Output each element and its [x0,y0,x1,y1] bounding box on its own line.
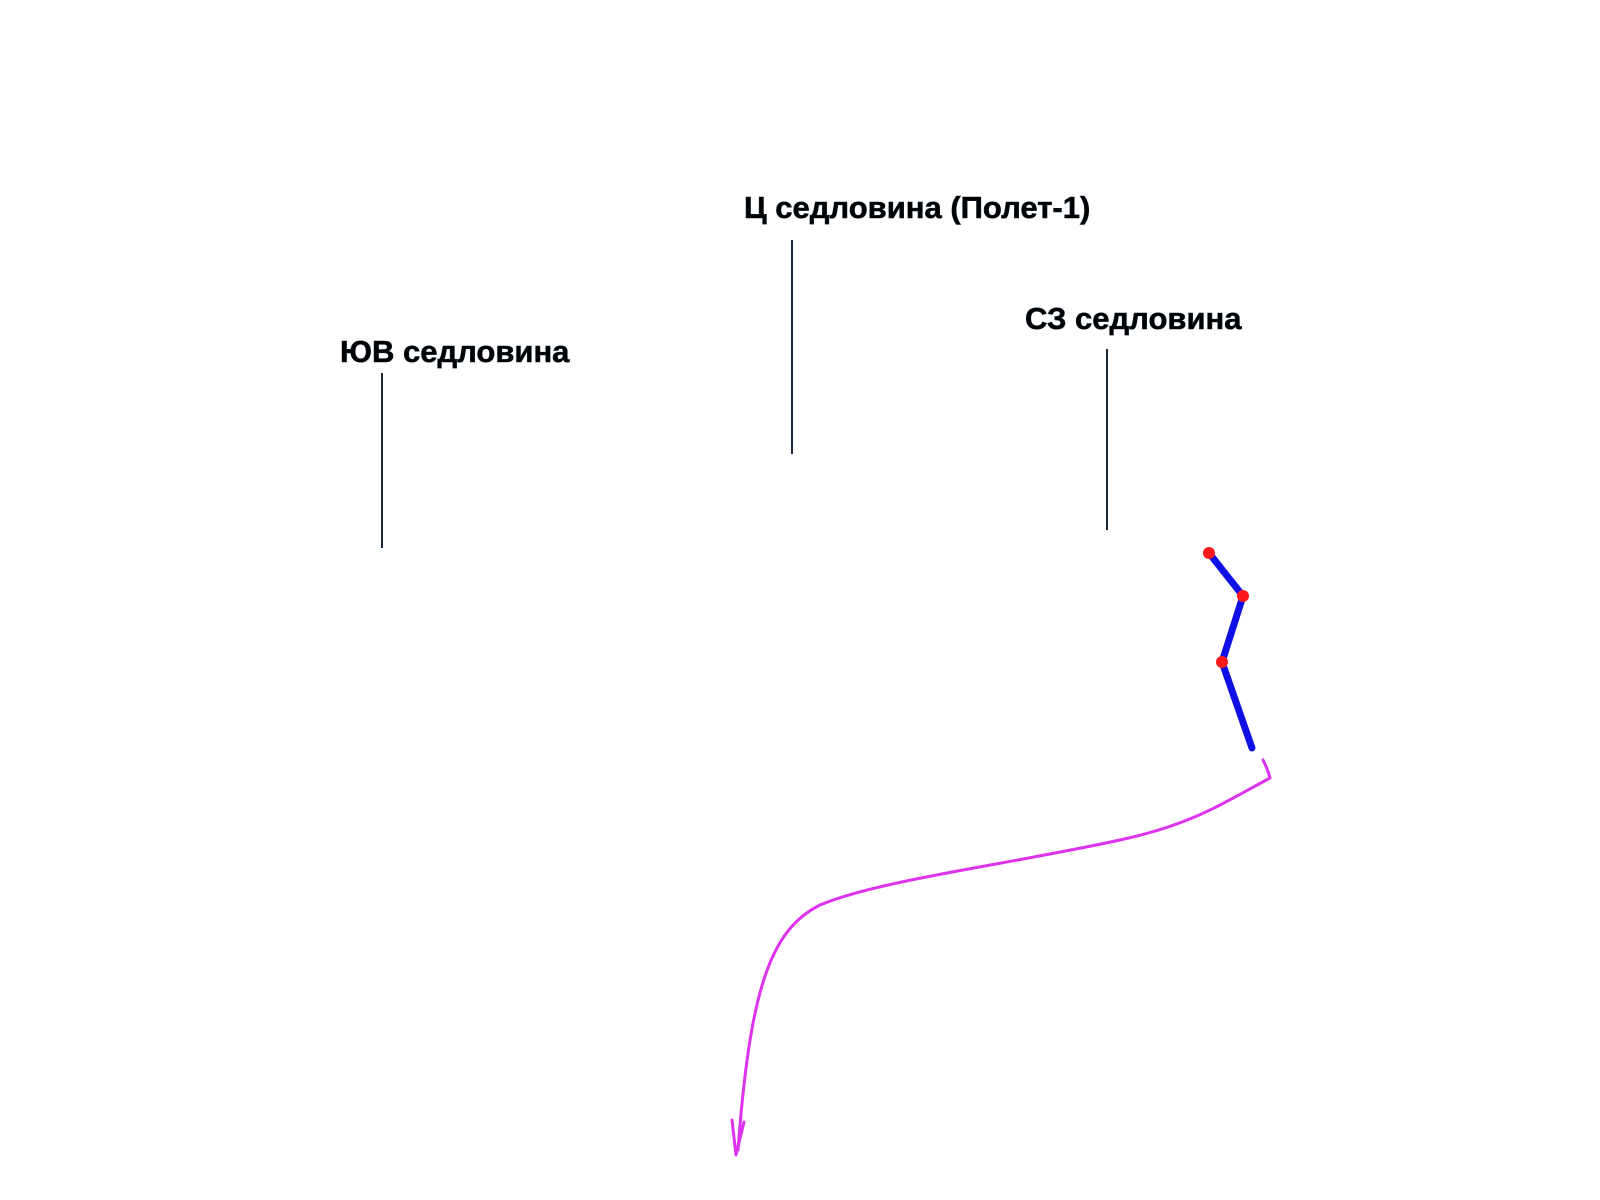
route-segment-2 [1218,592,1247,666]
route-segment-1 [1205,549,1247,600]
descent-path-arrowhead [730,1118,746,1157]
waypoint-3 [1216,656,1228,668]
waypoints [1203,547,1249,668]
descent-path [736,758,1272,1152]
waypoint-1 [1203,547,1215,559]
label-se-saddle: ЮВ седловина [340,334,570,369]
route-segment-3 [1218,658,1256,752]
label-nw-saddle: СЗ седловина [1025,301,1242,336]
waypoint-2 [1237,590,1249,602]
route [1205,549,1256,752]
label-central-saddle: Ц седловина (Полет-1) [744,190,1090,225]
descent-path-group [730,758,1272,1157]
